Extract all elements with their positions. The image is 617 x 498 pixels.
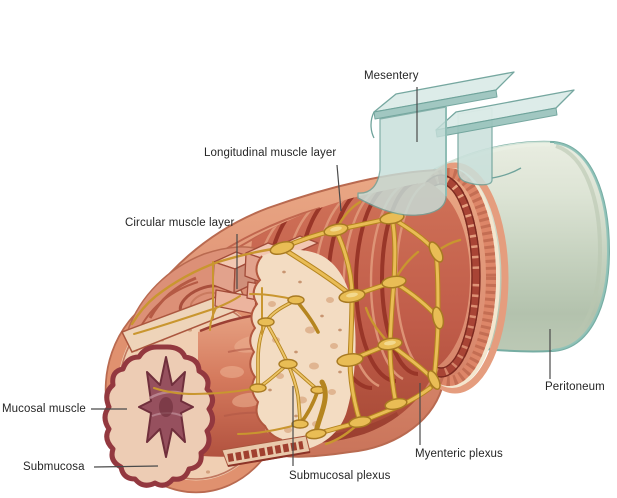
myenteric-plexus-network	[130, 200, 462, 446]
label-circular-muscle: Circular muscle layer	[125, 217, 235, 229]
label-submucosa: Submucosa	[23, 461, 85, 473]
mucosal-muscle-and-lumen	[102, 344, 215, 488]
leader-longitudinal-muscle	[336, 164, 342, 212]
ganglia-highlights	[330, 226, 396, 346]
leader-submucosa	[93, 465, 159, 468]
label-myenteric-plexus: Myenteric plexus	[415, 448, 503, 460]
label-peritoneum: Peritoneum	[545, 381, 605, 393]
leader-lines	[91, 87, 551, 468]
bottom-cut-shelf	[221, 435, 311, 467]
label-submucosal-plexus: Submucosal plexus	[289, 470, 391, 482]
label-mucosal-muscle: Mucosal muscle	[2, 403, 86, 415]
label-mesentery: Mesentery	[364, 70, 419, 82]
submucosal-plexus-network	[133, 261, 326, 435]
label-longitudinal-muscle: Longitudinal muscle layer	[204, 147, 337, 159]
mesentery-fold	[357, 71, 575, 216]
mesentery-front-sheet	[357, 106, 447, 216]
ganglia	[269, 211, 445, 440]
